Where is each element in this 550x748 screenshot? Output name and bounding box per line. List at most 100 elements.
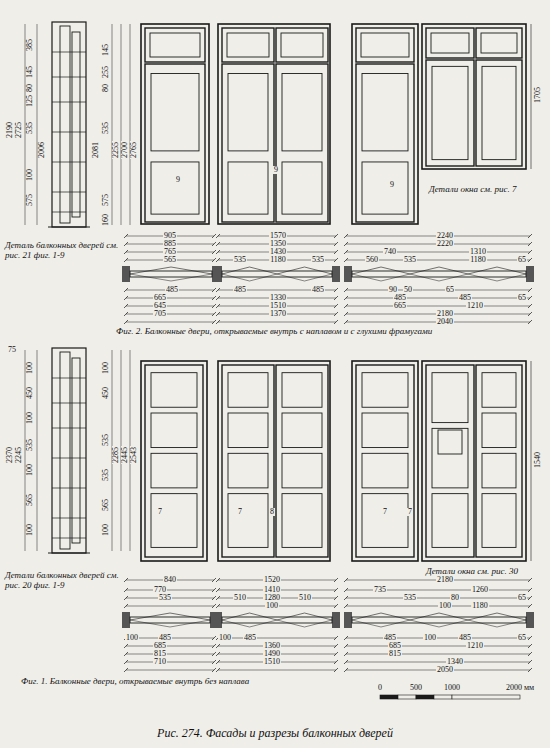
drawing-line xyxy=(216,578,220,582)
drawing-line xyxy=(468,267,497,274)
drawing-line xyxy=(250,274,278,281)
dimension-value: 100 xyxy=(102,361,110,375)
frame-line xyxy=(362,373,408,408)
drawing-line xyxy=(334,604,338,608)
dimension-value: 2050 xyxy=(436,666,454,674)
drawing-line xyxy=(52,102,86,103)
drawing-line xyxy=(410,620,439,627)
drawing-line xyxy=(52,378,86,379)
frame-line xyxy=(151,373,197,408)
drawing-line xyxy=(212,636,216,640)
wall-stub xyxy=(122,266,130,282)
drawing-line xyxy=(130,24,131,225)
dimension-value: 1260 xyxy=(471,586,489,594)
drawing-line xyxy=(346,290,530,291)
drawing-line xyxy=(216,250,220,254)
frame-line xyxy=(222,64,274,222)
frame-line xyxy=(276,64,328,222)
drawing-line xyxy=(124,652,128,656)
scale-segment xyxy=(416,695,434,699)
drawing-line xyxy=(212,304,216,308)
drawing-line xyxy=(277,267,305,274)
drawing-line xyxy=(277,620,305,627)
drawing-line xyxy=(124,644,128,648)
frame-line xyxy=(426,28,474,58)
drawing-line xyxy=(216,296,220,300)
dimension-lines xyxy=(124,288,532,324)
dimension-value: 100 xyxy=(26,411,34,425)
dimension-value: 100 xyxy=(265,602,279,610)
drawing-line xyxy=(216,304,220,308)
dimension-value: 100 xyxy=(26,361,34,375)
dimension-value: 7 xyxy=(237,508,243,516)
drawing-line xyxy=(52,162,86,163)
dimension-value: 1410 xyxy=(263,586,281,594)
frame-line xyxy=(228,413,268,448)
dimension-value: 2220 xyxy=(436,240,454,248)
dimension-value: 80 xyxy=(26,83,34,93)
drawing-line xyxy=(277,274,305,281)
frame-line xyxy=(282,413,322,448)
drawing-line xyxy=(124,234,128,238)
drawing-line xyxy=(305,267,333,274)
wall-stub xyxy=(526,612,534,628)
dimension-value: 80 xyxy=(450,594,460,602)
drawing-line xyxy=(344,288,348,292)
drawing-line xyxy=(528,312,532,316)
drawing-line xyxy=(130,620,170,627)
drawing-line xyxy=(439,613,468,620)
drawing-line xyxy=(531,361,532,561)
drawing-line xyxy=(124,320,128,324)
drawing-line xyxy=(222,267,250,274)
dimension-value: 1510 xyxy=(263,658,281,666)
drawing-line xyxy=(124,250,128,254)
dimension-value: 2765 xyxy=(130,141,138,159)
drawing-line xyxy=(305,274,333,281)
frame-line xyxy=(356,28,414,62)
drawing-line xyxy=(124,312,128,316)
dimension-value: 535 xyxy=(102,433,110,447)
dimension-value: 65 xyxy=(445,286,455,294)
dimension-value: 2725 xyxy=(15,121,23,139)
drawing-line xyxy=(216,668,220,672)
dimension-value: 100 xyxy=(26,523,34,537)
drawing-line xyxy=(334,644,338,648)
drawing-line xyxy=(130,274,171,281)
frame-line xyxy=(356,365,414,557)
frame-line xyxy=(431,33,469,53)
dimension-value: 710 xyxy=(153,658,167,666)
drawing-line xyxy=(344,660,348,664)
frame-line xyxy=(222,28,274,62)
drawing-line xyxy=(218,638,336,639)
frame-line xyxy=(352,361,418,561)
drawing-line xyxy=(410,274,439,281)
drawing-line xyxy=(346,252,530,253)
drawing-line xyxy=(528,652,532,656)
drawing-line xyxy=(468,620,497,627)
drawing-line xyxy=(216,242,220,246)
frame-line xyxy=(228,162,268,214)
drawing-line xyxy=(52,538,86,539)
drawing-line xyxy=(124,588,128,592)
drawing-line xyxy=(352,274,381,281)
wall-stub xyxy=(526,266,534,282)
dimension-value: 100 xyxy=(26,463,34,477)
scale-segment xyxy=(398,695,416,699)
drawing-line xyxy=(124,296,128,300)
drawing-line xyxy=(528,588,532,592)
drawing-line xyxy=(346,654,530,655)
dimension-value: 9 xyxy=(389,181,395,189)
frame-line xyxy=(141,361,207,561)
frame-line xyxy=(282,494,322,548)
drawing-line xyxy=(334,250,338,254)
dimension-value: 535 xyxy=(102,468,110,482)
dimension-value: 2255 xyxy=(112,141,120,159)
drawing-line xyxy=(344,320,348,324)
dimension-value: 9 xyxy=(175,176,181,184)
drawing-line xyxy=(528,258,532,262)
drawing-line xyxy=(212,258,216,262)
frame-line xyxy=(476,365,522,557)
dimension-value: 665 xyxy=(393,302,407,310)
drawing-line xyxy=(48,552,90,553)
dimension-value: 1210 xyxy=(466,642,484,650)
